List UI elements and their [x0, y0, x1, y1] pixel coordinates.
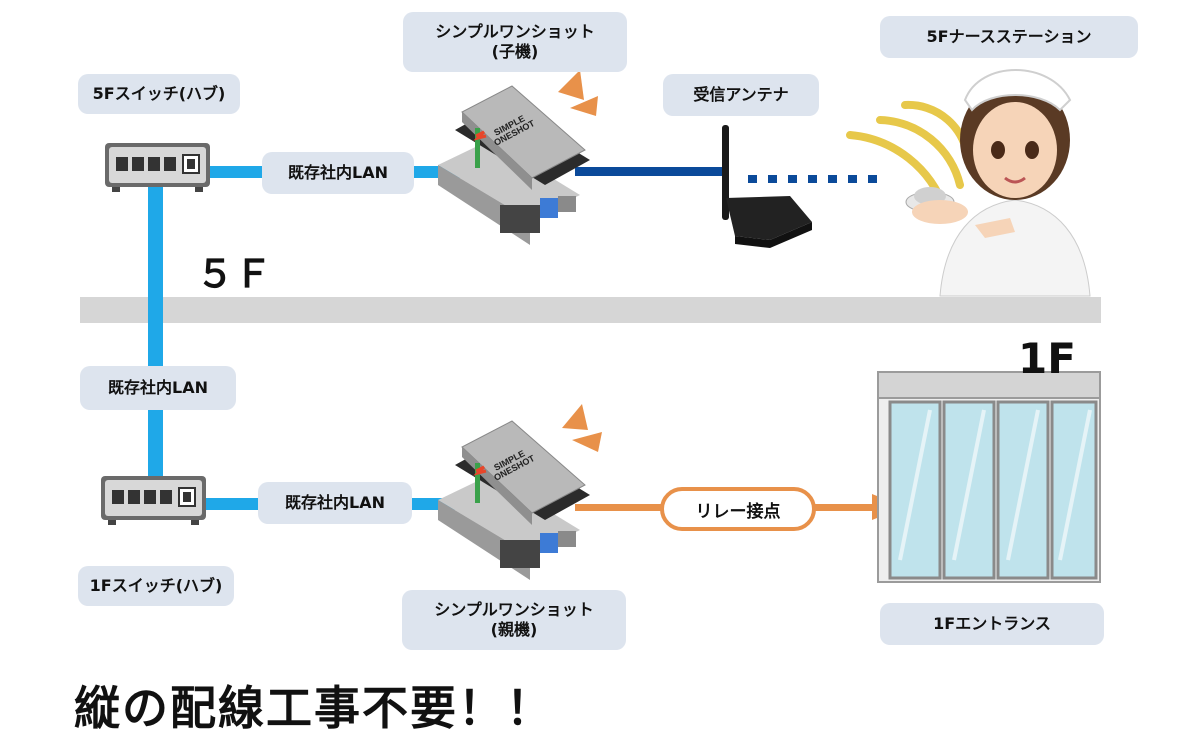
- label-5f-switch: 5Fスイッチ(ハブ): [78, 74, 240, 114]
- label-nurse-station: 5Fナースステーション: [880, 16, 1138, 58]
- switch-1f-icon: [101, 476, 206, 525]
- child-unit-device-icon: SIMPLE ONESHOT: [438, 85, 590, 245]
- floor-tag-1f: 1F: [1018, 334, 1076, 383]
- parent-unit-device-icon: SIMPLE ONESHOT: [438, 420, 590, 580]
- floor-divider: [80, 297, 1101, 323]
- relay-line: [575, 504, 665, 511]
- relay-contact-label: リレー接点: [660, 487, 816, 531]
- vertical-lan-cable: [148, 185, 163, 485]
- wireless-dotted-link: [748, 175, 877, 183]
- entrance-door-icon: [877, 371, 1101, 583]
- antenna-cable: [575, 167, 725, 176]
- label-1f-switch: 1Fスイッチ(ハブ): [78, 566, 234, 606]
- label-antenna: 受信アンテナ: [663, 74, 819, 116]
- switch-5f-icon: [105, 143, 210, 192]
- label-entrance: 1Fエントランス: [880, 603, 1104, 645]
- signal-marks-1f-icon: [562, 404, 602, 452]
- label-5f-lan: 既存社内LAN: [262, 152, 414, 194]
- floor-tag-5f: ５Ｆ: [196, 252, 273, 296]
- antenna-router-icon: [722, 125, 812, 248]
- label-parent-unit: シンプルワンショット (親機): [402, 590, 626, 650]
- label-1f-lan: 既存社内LAN: [258, 482, 412, 524]
- signal-marks-5f-icon: [558, 70, 598, 116]
- label-vertical-lan: 既存社内LAN: [80, 366, 236, 410]
- nurse-icon: [846, 69, 1091, 297]
- label-child-unit: シンプルワンショット (子機): [403, 12, 627, 72]
- relay-line-right: [812, 504, 874, 511]
- headline: 縦の配線工事不要！！: [74, 681, 554, 735]
